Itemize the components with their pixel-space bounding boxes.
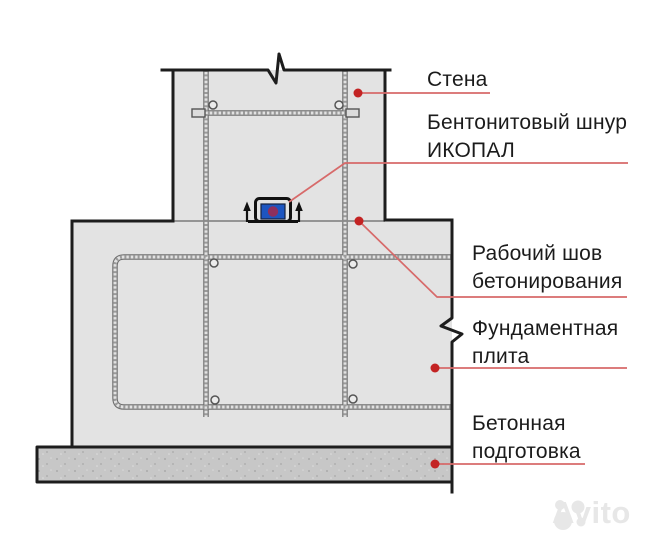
rebar-ties: [208, 100, 358, 405]
leader-dot-concrete-prep: [430, 459, 440, 469]
concrete-prep-body: [37, 447, 452, 482]
avito-logo-icon: [554, 500, 586, 530]
leader-dot-wall: [353, 88, 363, 98]
leader-working-joint: [358, 220, 627, 298]
concrete-bodies: [37, 70, 452, 482]
label-foundation-slab: Фундаментная плита: [472, 317, 619, 368]
cord-core: [267, 206, 279, 217]
label-concrete-prep: Бетонная подготовка: [472, 412, 581, 463]
rebar-cage: [112, 70, 452, 417]
avito-watermark: Avito: [552, 490, 662, 536]
structure-outlines: [35, 52, 464, 494]
leader-dot-foundation-slab: [430, 363, 440, 373]
bentonite-cord-assembly: [243, 197, 303, 223]
leader-bentonite-cord: [288, 162, 628, 203]
label-working-joint: Рабочий шов бетонирования: [472, 242, 623, 293]
rebar-end-plate-right: [345, 108, 360, 118]
section-cut-line-with-break: [439, 218, 464, 494]
rebar-end-plate-left: [191, 108, 206, 118]
rebar-strokes: [112, 70, 452, 417]
label-wall: Стена: [427, 68, 488, 91]
cord-anchor-pins: [243, 201, 303, 222]
leader-dot-working-joint: [354, 216, 364, 226]
label-bentonite-cord: Бентонитовый шнур ИКОПАЛ: [427, 111, 628, 162]
leader-lines: [288, 92, 628, 465]
wall-top-edge-with-break: [160, 52, 392, 85]
leader-dots: [353, 88, 440, 469]
prep-outline: [35, 445, 454, 484]
